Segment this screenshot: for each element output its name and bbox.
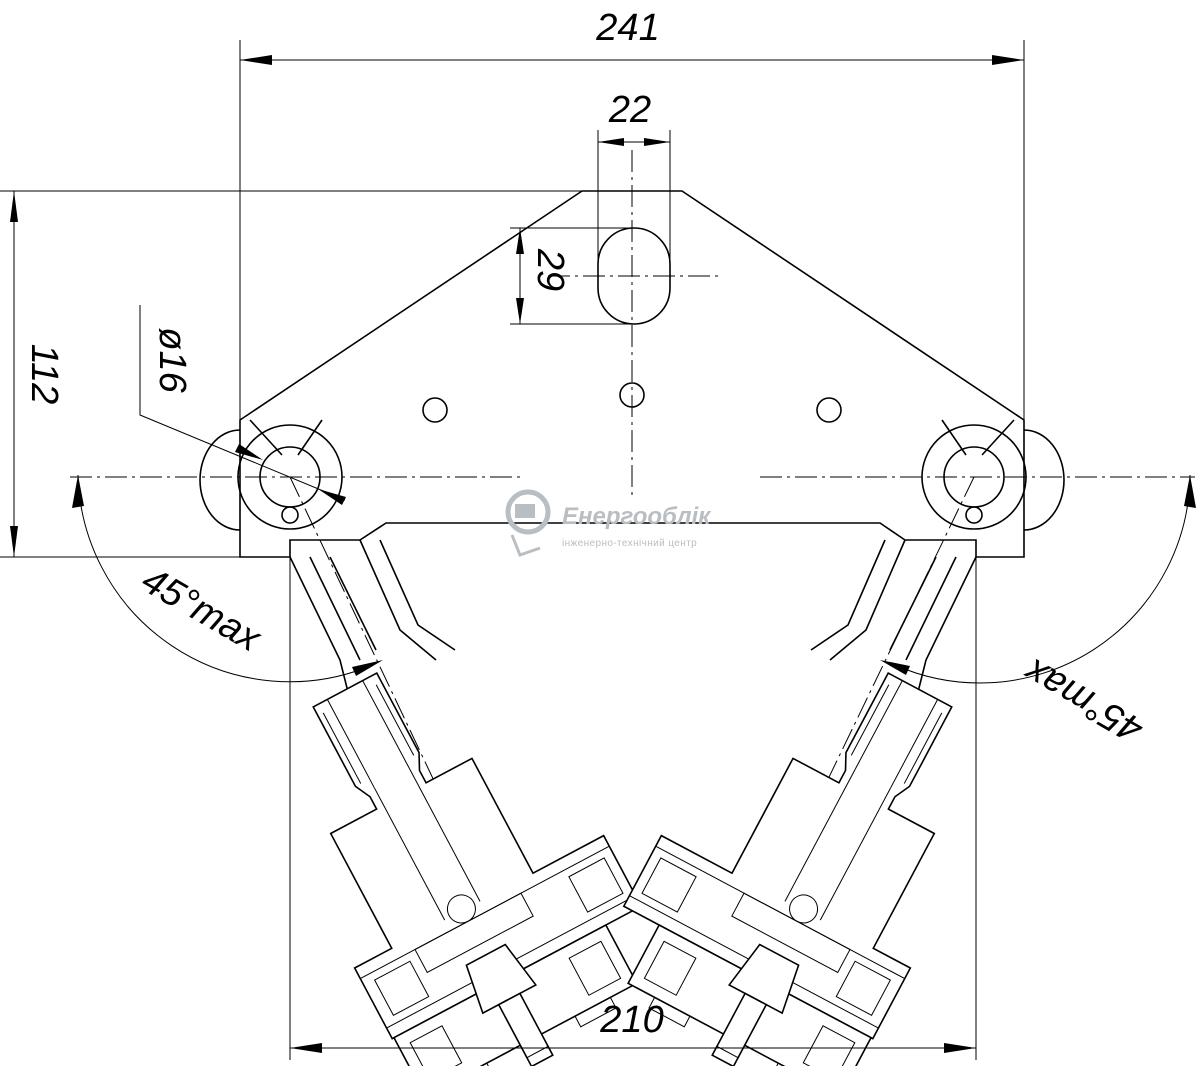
dimension-overall-width: 241 [239, 7, 1025, 420]
dim-210-label: 210 [599, 999, 663, 1041]
dimension-slot-width: 22 [597, 89, 671, 276]
right-pivot [921, 419, 1065, 531]
dim-241-label: 241 [595, 7, 659, 49]
dim-22-label: 22 [608, 89, 651, 131]
dim-angle-left-label: 45°max [135, 559, 270, 661]
right-sleeve-assembly [580, 539, 1029, 1066]
dim-diameter-label: ø16 [151, 327, 193, 393]
dimension-base-width: 210 [289, 557, 977, 1060]
logo-icon [505, 489, 551, 557]
mounting-plate [239, 190, 1025, 558]
logo-subtitle: інженерно-технічний центр [562, 538, 697, 549]
logo-name: Енергооблік [562, 503, 712, 530]
left-pivot [199, 419, 343, 531]
left-sleeve-assembly [236, 539, 685, 1066]
dimension-hole-diameter: ø16 [139, 305, 346, 505]
mounting-hole-left [422, 397, 448, 423]
dim-112-label: 112 [23, 344, 65, 405]
dim-29-label: 29 [529, 248, 571, 291]
mounting-hole-right [816, 397, 842, 423]
dim-angle-right-label: 45°max [1016, 649, 1151, 751]
dimension-slot-height: 29 [510, 227, 632, 325]
dimension-height: 112 [0, 190, 582, 558]
watermark-logo: Енергооблік інженерно-технічний центр [505, 489, 712, 557]
